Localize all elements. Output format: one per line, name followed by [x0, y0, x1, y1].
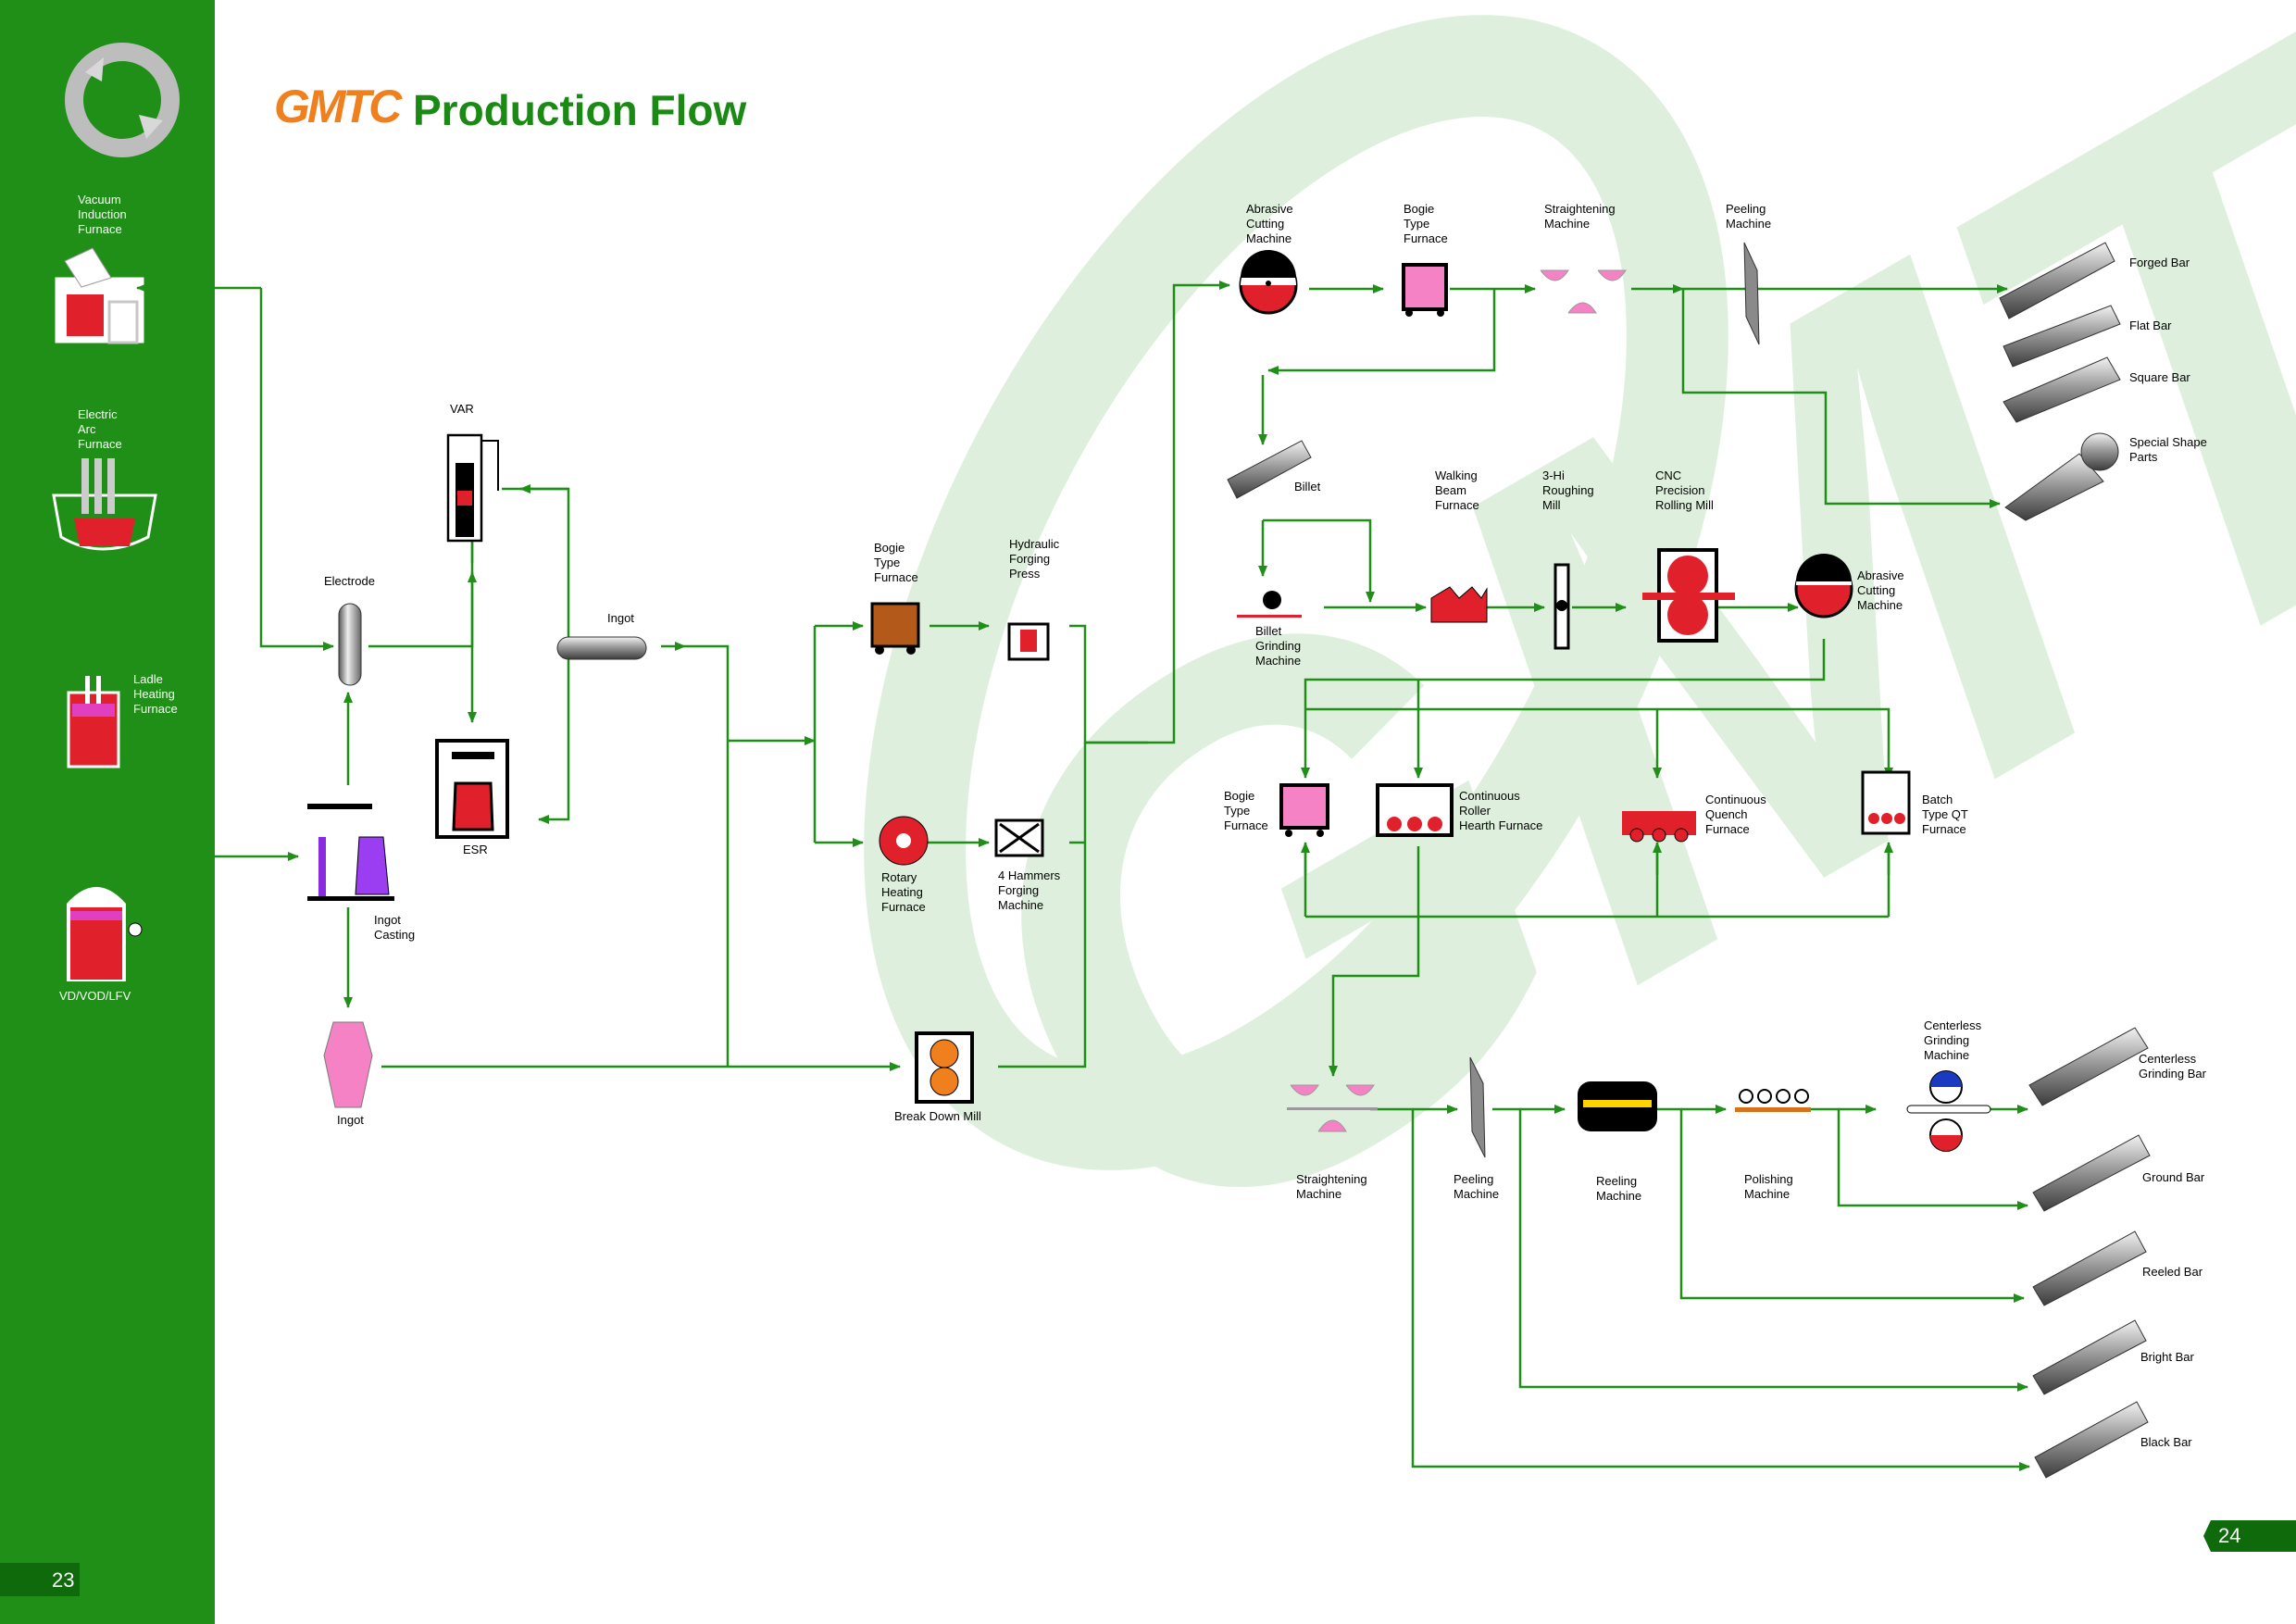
ladle-furnace-icon — [67, 676, 120, 768]
walking-beam-icon — [1430, 586, 1488, 623]
label-straightening-2: Straightening Machine — [1296, 1172, 1367, 1201]
bright-bar-icon — [2032, 1319, 2147, 1395]
abrasive-cutting-icon-1 — [1239, 250, 1298, 315]
bogie-furnace-icon-2 — [1402, 263, 1448, 317]
roller-hearth-icon — [1376, 783, 1454, 837]
recycle-icon — [65, 43, 180, 157]
flow-lines — [92, 281, 2030, 1471]
billet-icon — [1227, 440, 1312, 499]
peeling-icon-2 — [1469, 1056, 1486, 1158]
bogie-furnace-icon-1 — [870, 602, 920, 655]
black-bar-icon — [2034, 1401, 2149, 1479]
label-ingot-casting: Ingot Casting — [374, 913, 416, 942]
esr-icon — [435, 739, 509, 839]
reeling-icon — [1578, 1081, 1657, 1131]
vim-furnace-icon — [55, 247, 144, 344]
label-centerless: Centerless Grinding Machine — [1924, 1018, 1982, 1062]
label-billet: Billet — [1294, 480, 1321, 493]
bogie-furnace-icon-3 — [1279, 783, 1329, 837]
straightening-icon-2 — [1287, 1084, 1378, 1132]
label-hammers: 4 Hammers Forging Machine — [998, 868, 1061, 912]
label-rotary: Rotary Heating Furnace — [881, 870, 926, 914]
straightening-icon-1 — [1540, 269, 1627, 314]
product-reeled-bar: Reeled Bar — [2142, 1265, 2203, 1279]
label-roller-hearth: Continuous Roller Hearth Furnace — [1459, 789, 1543, 832]
flat-bar-icon — [2003, 305, 2121, 368]
abrasive-cutting-icon-2 — [1794, 554, 1853, 618]
electrode-icon — [338, 603, 362, 686]
page-number-left: 23 — [52, 1568, 75, 1592]
label-ladle: Ladle Heating Furnace — [133, 672, 178, 716]
eaf-furnace-icon — [52, 458, 157, 551]
sidebar — [0, 0, 215, 1624]
label-reeling: Reeling Machine — [1596, 1174, 1642, 1203]
label-abrasive-1: Abrasive Cutting Machine — [1246, 202, 1293, 245]
product-flat-bar: Flat Bar — [2129, 319, 2172, 332]
label-esr: ESR — [463, 843, 488, 856]
hydraulic-press-icon — [1007, 622, 1050, 661]
label-ingot: Ingot — [337, 1113, 364, 1127]
label-peeling-1: Peeling Machine — [1726, 202, 1772, 231]
special-shape-icon — [2004, 432, 2119, 521]
label-billet-grinding: Billet Grinding Machine — [1255, 624, 1302, 668]
rotary-furnace-icon — [879, 816, 929, 866]
forged-bar-icon — [1999, 242, 2115, 319]
label-walking-beam: Walking Beam Furnace — [1435, 468, 1479, 512]
product-square-bar: Square Bar — [2129, 370, 2190, 384]
label-breakdown: Break Down Mill — [894, 1109, 981, 1123]
page-number-right: 24 — [2218, 1524, 2241, 1547]
label-ingot-bar: Ingot — [607, 611, 634, 625]
product-ground-bar: Ground Bar — [2142, 1170, 2205, 1184]
breakdown-mill-icon — [915, 1031, 974, 1104]
square-bar-icon — [2003, 356, 2121, 423]
label-straightening-1: Straightening Machine — [1544, 202, 1616, 231]
label-hydraulic-press: Hydraulic Forging Press — [1009, 537, 1060, 581]
label-bogie-2: Bogie Type Furnace — [1404, 202, 1448, 245]
product-special-shape: Special Shape Parts — [2129, 435, 2207, 464]
vd-vessel-icon — [67, 887, 143, 981]
hammer-forging-icon — [994, 818, 1044, 857]
label-vim: Vacuum Induction Furnace — [78, 193, 127, 236]
batch-qt-icon — [1861, 770, 1911, 835]
label-eaf: Electric Arc Furnace — [78, 407, 122, 451]
product-black-bar: Black Bar — [2140, 1435, 2192, 1449]
label-abrasive-2: Abrasive Cutting Machine — [1857, 568, 1904, 612]
peeling-icon-1 — [1743, 242, 1760, 345]
label-vd: VD/VOD/LFV — [59, 989, 131, 1003]
polishing-icon — [1735, 1089, 1811, 1112]
var-icon — [446, 433, 499, 543]
page-tab-left — [0, 1563, 80, 1596]
page-tab-right — [2203, 1520, 2296, 1552]
label-peeling-2: Peeling Machine — [1454, 1172, 1500, 1201]
product-bright-bar: Bright Bar — [2140, 1350, 2194, 1364]
product-centerless-bar: Centerless Grinding Bar — [2139, 1052, 2206, 1081]
ingot-casting-icon — [307, 804, 394, 901]
reeled-bar-icon — [2032, 1230, 2147, 1306]
page-title: Production Flow — [413, 86, 747, 134]
label-bogie-1: Bogie Type Furnace — [874, 541, 918, 584]
billet-grinding-icon — [1237, 591, 1302, 618]
label-electrode: Electrode — [324, 574, 375, 588]
label-bogie-3: Bogie Type Furnace — [1224, 789, 1268, 832]
label-cnc: CNC Precision Rolling Mill — [1655, 468, 1714, 512]
ground-bar-icon — [2032, 1134, 2151, 1212]
label-roughing: 3-Hi Roughing Mill — [1542, 468, 1594, 512]
label-var: VAR — [450, 402, 474, 416]
label-polishing: Polishing Machine — [1744, 1172, 1793, 1201]
label-quench: Continuous Quench Furnace — [1705, 793, 1766, 836]
roughing-mill-icon — [1554, 563, 1570, 650]
label-batch-qt: Batch Type QT Furnace — [1922, 793, 1968, 836]
product-forged-bar: Forged Bar — [2129, 256, 2190, 269]
ingot-bar-icon — [556, 636, 647, 660]
centerless-bar-icon — [2028, 1027, 2149, 1106]
quench-furnace-icon — [1622, 811, 1696, 843]
ingot-icon — [323, 1021, 373, 1108]
cnc-rolling-icon — [1642, 548, 1735, 643]
centerless-grinding-icon — [1906, 1070, 1991, 1152]
gmtc-logo: GMTC — [274, 81, 402, 132]
